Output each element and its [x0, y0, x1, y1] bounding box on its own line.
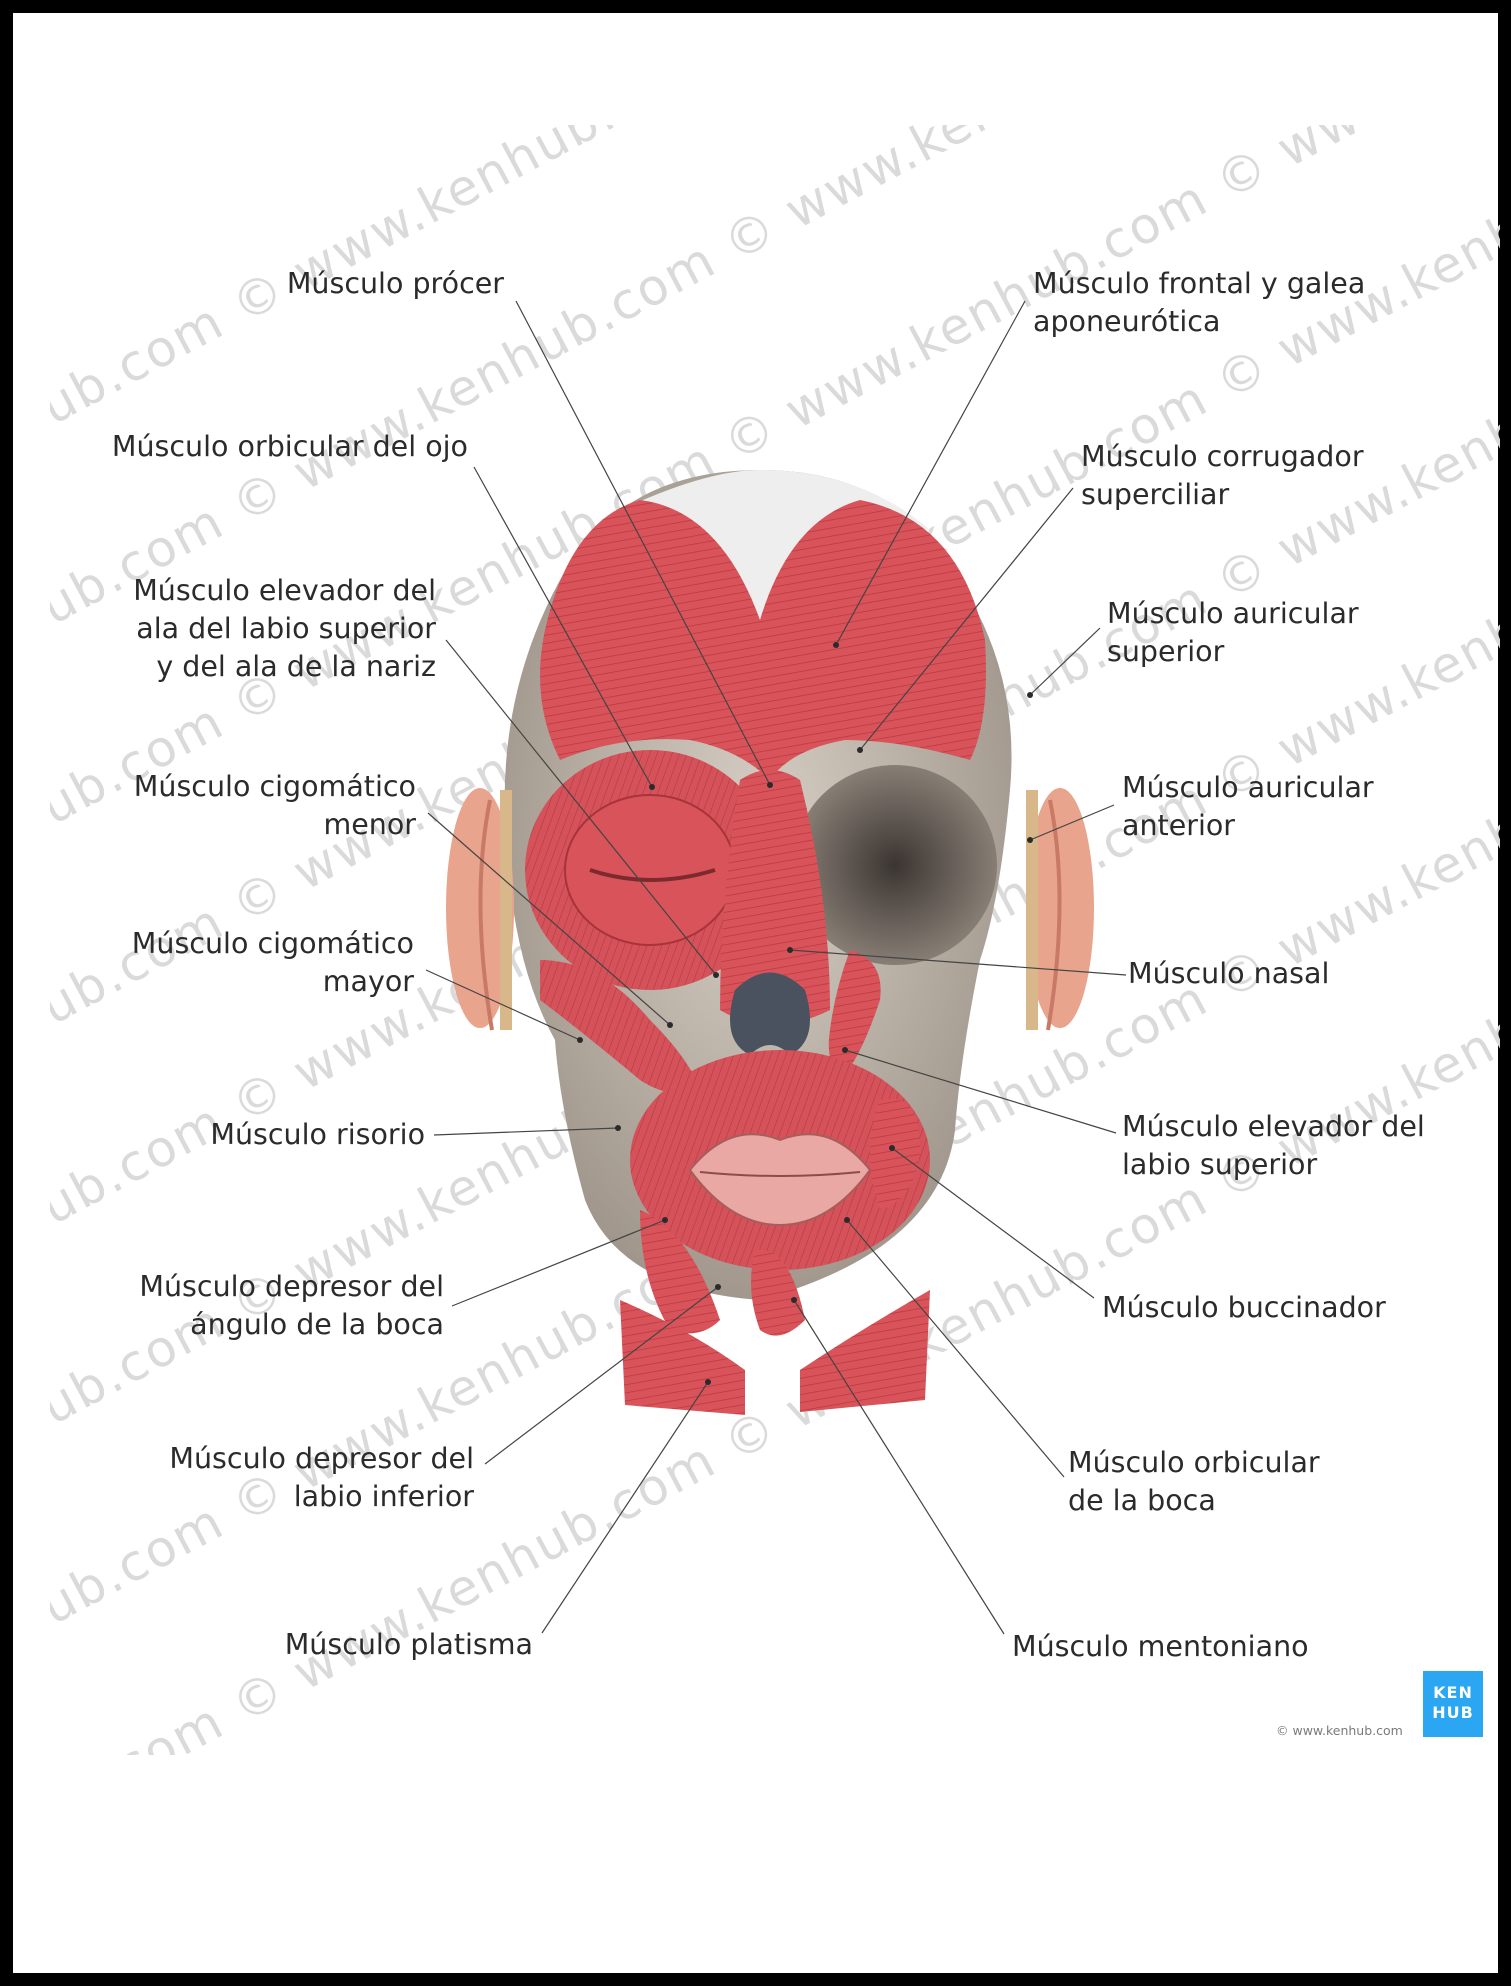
- nose-cartilage: [730, 973, 810, 1056]
- label-depresor-angulo-line2: ángulo de la boca: [80, 1306, 444, 1344]
- label-elevador-labio-line1: Músculo elevador del: [1122, 1108, 1425, 1146]
- label-corrugador: Músculo corrugador superciliar: [1081, 438, 1364, 514]
- label-auricular-superior-line2: superior: [1107, 633, 1359, 671]
- kenhub-logo: KEN HUB: [1423, 1671, 1483, 1737]
- label-elevador-labio: Músculo elevador del labio superior: [1122, 1108, 1425, 1184]
- label-depresor-labio-line1: Músculo depresor del: [80, 1440, 474, 1478]
- label-orbicular-boca-line1: Músculo orbicular: [1068, 1444, 1320, 1482]
- label-nasal: Músculo nasal: [1128, 955, 1329, 993]
- label-depresor-labio: Músculo depresor del labio inferior: [80, 1440, 474, 1516]
- label-risorio: Músculo risorio: [80, 1116, 425, 1154]
- label-auricular-anterior-line1: Músculo auricular: [1122, 769, 1374, 807]
- label-elevador-ala-line2: ala del labio superior: [80, 610, 436, 648]
- label-depresor-labio-line2: labio inferior: [80, 1478, 474, 1516]
- label-depresor-angulo-line1: Músculo depresor del: [80, 1268, 444, 1306]
- label-elevador-ala-line3: y del ala de la nariz: [80, 648, 436, 686]
- label-cigomatico-mayor-line2: mayor: [80, 963, 414, 1001]
- label-frontal: Músculo frontal y galea aponeurótica: [1033, 265, 1365, 341]
- label-mentoniano: Músculo mentoniano: [1012, 1628, 1309, 1666]
- label-elevador-ala-line1: Músculo elevador del: [80, 572, 436, 610]
- label-frontal-line1: Músculo frontal y galea: [1033, 265, 1365, 303]
- label-cigomatico-menor-line1: Músculo cigomático: [80, 768, 416, 806]
- label-cigomatico-menor-line2: menor: [80, 806, 416, 844]
- label-cigomatico-mayor: Músculo cigomático mayor: [80, 925, 414, 1001]
- label-corrugador-line1: Músculo corrugador: [1081, 438, 1364, 476]
- label-auricular-anterior-line2: anterior: [1122, 807, 1374, 845]
- label-cigomatico-menor: Músculo cigomático menor: [80, 768, 416, 844]
- label-cigomatico-mayor-line1: Músculo cigomático: [80, 925, 414, 963]
- copyright-text: © www.kenhub.com: [1276, 1723, 1403, 1738]
- label-auricular-superior-line1: Músculo auricular: [1107, 595, 1359, 633]
- label-buccinador: Músculo buccinador: [1102, 1289, 1386, 1327]
- label-auricular-superior: Músculo auricular superior: [1107, 595, 1359, 671]
- label-platisma: Músculo platisma: [200, 1626, 533, 1664]
- label-orbicular-boca-line2: de la boca: [1068, 1482, 1320, 1520]
- label-corrugador-line2: superciliar: [1081, 476, 1364, 514]
- label-orbicular-boca: Músculo orbicular de la boca: [1068, 1444, 1320, 1520]
- label-procer: Músculo prócer: [240, 265, 504, 303]
- label-auricular-anterior: Músculo auricular anterior: [1122, 769, 1374, 845]
- label-elevador-ala: Músculo elevador del ala del labio super…: [80, 572, 436, 686]
- label-depresor-angulo: Músculo depresor del ángulo de la boca: [80, 1268, 444, 1344]
- label-frontal-line2: aponeurótica: [1033, 303, 1365, 341]
- label-orbicular-ojo: Músculo orbicular del ojo: [80, 428, 468, 466]
- logo-line2: HUB: [1423, 1703, 1483, 1723]
- label-elevador-labio-line2: labio superior: [1122, 1146, 1425, 1184]
- logo-line1: KEN: [1423, 1683, 1483, 1703]
